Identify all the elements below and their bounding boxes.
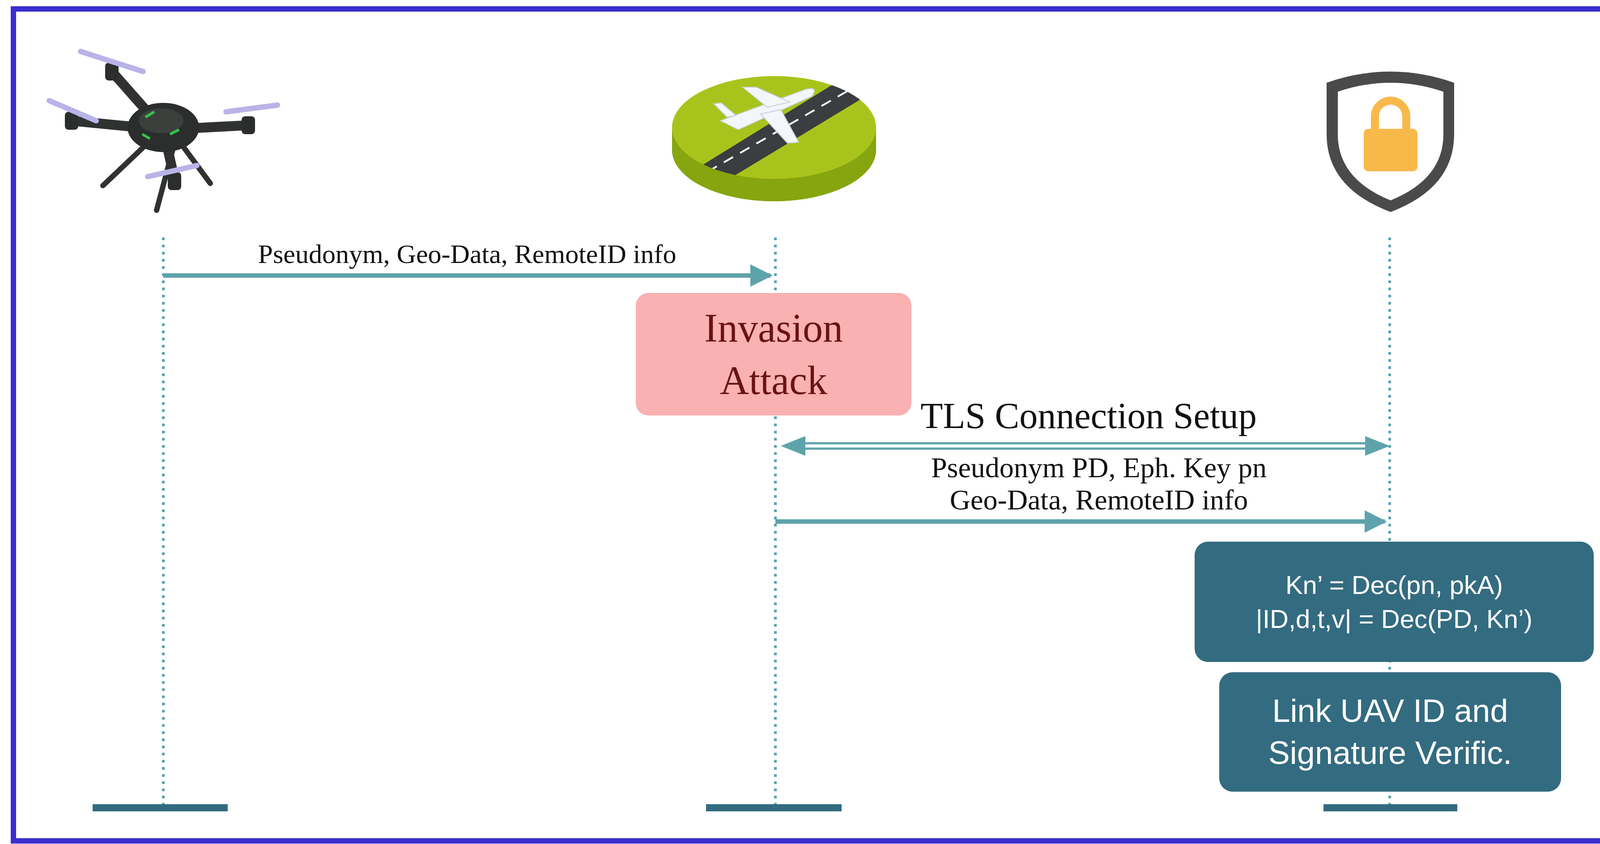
airport-icon <box>672 73 877 202</box>
box-text: Kn’ = Dec(pn, pkA) <box>1285 568 1503 602</box>
frame <box>13 8 1600 842</box>
attack-box: Invasion Attack <box>635 293 912 416</box>
message-arrow <box>775 519 1385 524</box>
process-box: Link UAV ID and Signature Verific. <box>1219 672 1562 792</box>
box-text: |ID,d,t,v| = Dec(PD, Kn’) <box>1255 602 1533 636</box>
drone-icon <box>49 51 278 211</box>
message-label: TLS Connection Setup <box>920 395 1257 437</box>
process-box: Kn’ = Dec(pn, pkA)|ID,d,t,v| = Dec(PD, K… <box>1194 541 1594 663</box>
shield-icon <box>1326 71 1455 213</box>
box-text: Link UAV ID and Signature Verific. <box>1235 690 1545 775</box>
message-label: Pseudonym, Geo-Data, RemoteID info <box>258 239 677 269</box>
message-arrow <box>163 273 771 278</box>
message-label: Geo-Data, RemoteID info <box>949 484 1248 516</box>
message-label: Pseudonym PD, Eph. Key pn <box>931 452 1267 484</box>
lifelines <box>163 237 1390 806</box>
box-text: Invasion Attack <box>651 302 896 407</box>
lifeline-ends <box>92 804 1458 812</box>
